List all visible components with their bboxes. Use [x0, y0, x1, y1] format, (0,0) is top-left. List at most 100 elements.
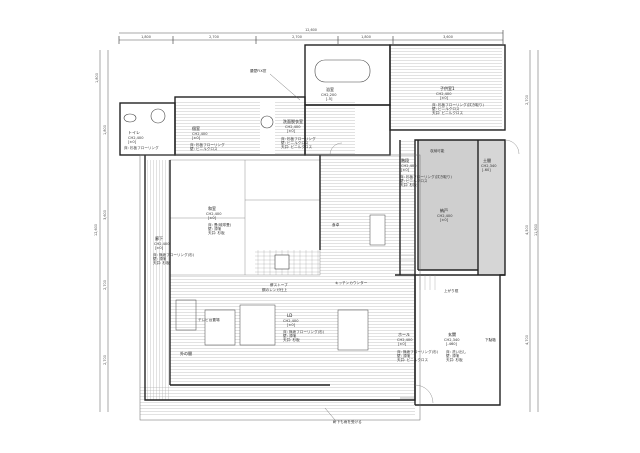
- floor-storage: [418, 140, 478, 270]
- svg-text:CH2,400: CH2,400: [437, 214, 453, 218]
- svg-text:CH2,400: CH2,400: [436, 92, 452, 96]
- tv-stand: [175, 299, 197, 331]
- svg-text:玄関: 玄関: [448, 331, 456, 337]
- bathtub: [314, 59, 371, 83]
- dining-label: 食卓: [332, 222, 340, 227]
- svg-text:天井: ビニルクロス: 天井: ビニルクロス: [397, 357, 429, 362]
- svg-text:CH2,400: CH2,400: [206, 212, 222, 216]
- svg-text:洗面脱衣室: 洗面脱衣室: [283, 118, 303, 124]
- tv-label: テレビ台置場: [198, 317, 220, 322]
- svg-text:[±0]: [±0]: [401, 168, 410, 172]
- svg-text:壁: 漆喰: 壁: 漆喰: [446, 353, 460, 358]
- svg-text:階段: 階段: [401, 157, 409, 163]
- svg-text:床: 杉板フローリング(拭き取り): 床: 杉板フローリング(拭き取り): [400, 174, 452, 179]
- dimension-left: 1,800 1,800 3,600 2,700 2,700 12,600: [94, 50, 109, 412]
- room-label-hall: ホール CH2,400 [±0] 床: 無垢フローリング(杉) 壁: 漆喰 天井…: [397, 332, 439, 362]
- dining-table: [337, 309, 369, 351]
- stove-label: 薪ストーブ: [270, 282, 288, 287]
- room-label-bathroom: 浴室 CH2,200 [-5]: [321, 86, 337, 101]
- svg-text:[-460]: [-460]: [446, 342, 458, 346]
- svg-text:[±0]: [±0]: [287, 129, 296, 133]
- toilet: [123, 113, 137, 123]
- svg-text:CH2,400: CH2,400: [397, 338, 413, 342]
- svg-text:CH2,400: CH2,400: [192, 132, 208, 136]
- dimension-total-right: 11,900: [534, 224, 538, 236]
- dimension-segment: 3,600: [443, 35, 453, 39]
- shoe-box-label: 下駄箱: [485, 337, 496, 342]
- dimension-segment: 2,700: [525, 95, 529, 105]
- dimension-segment: 2,700: [292, 35, 302, 39]
- svg-text:子供室1: 子供室1: [440, 85, 455, 91]
- stair-treads: [400, 254, 436, 290]
- floor-kids-room: [390, 48, 502, 130]
- svg-text:CH2,400: CH2,400: [128, 136, 144, 140]
- room-label-stairs: 階段 CH2,400 [±0] 床: 杉板フローリング(拭き取り) 壁: ビニル…: [400, 157, 452, 187]
- svg-text:CH2,400: CH2,400: [154, 242, 170, 246]
- svg-text:天井: 杉板: 天井: 杉板: [153, 260, 170, 265]
- dimension-segment: 1,800: [361, 35, 371, 39]
- room-label-ld: LD CH2,400 [±0] 床: 無垢フローリング(杉) 壁: 漆喰 天井:…: [283, 313, 325, 342]
- svg-text:収納可能: 収納可能: [430, 148, 445, 153]
- dimension-segment: 3,600: [103, 210, 107, 220]
- svg-text:ホール: ホール: [398, 332, 410, 337]
- floor-washroom: [275, 100, 355, 155]
- door-swing: [414, 384, 434, 404]
- room-label-toilet: トイレ CH2,400 [±0] 床: 杉板フローリング: [124, 130, 159, 150]
- dimension-right: 2,700 4,500 4,700 11,900: [525, 50, 539, 412]
- kitchen-stove: [369, 214, 386, 246]
- floor-earth-floor: [478, 140, 505, 275]
- svg-text:壁: ビニルクロス: 壁: ビニルクロス: [432, 106, 460, 111]
- svg-text:廊下: 廊下: [155, 235, 163, 241]
- svg-text:トイレ: トイレ: [128, 130, 140, 135]
- svg-text:床: 無垢フローリング(杉): 床: 無垢フローリング(杉): [283, 329, 325, 334]
- wood-stove: [274, 254, 290, 270]
- svg-text:壁: ビニルクロス: 壁: ビニルクロス: [190, 146, 218, 151]
- dimension-segment: 1,800: [95, 73, 99, 83]
- svg-text:[-5]: [-5]: [326, 97, 333, 101]
- svg-text:床: 無垢フローリング(杉): 床: 無垢フローリング(杉): [153, 252, 195, 257]
- svg-text:CH2,400: CH2,400: [401, 164, 417, 168]
- door-swing: [504, 139, 520, 155]
- svg-text:[±0]: [±0]: [287, 323, 296, 327]
- deck-note: 軒下も雨を受ける: [333, 419, 362, 424]
- svg-text:床: 畳(琉球畳): 床: 畳(琉球畳): [208, 222, 232, 227]
- dimension-segment: 1,800: [141, 35, 151, 39]
- svg-text:床: 無垢フローリング(杉): 床: 無垢フローリング(杉): [397, 349, 439, 354]
- svg-text:天井: ビニルクロス: 天井: ビニルクロス: [281, 144, 313, 149]
- floor-kitchen: [320, 155, 400, 275]
- room-label-corridor: 廊下 CH2,400 [±0] 床: 無垢フローリング(杉) 壁: 漆喰 天井:…: [153, 235, 195, 265]
- svg-text:[±0]: [±0]: [440, 218, 449, 222]
- svg-text:天井: ビニルクロス: 天井: ビニルクロス: [432, 110, 464, 115]
- svg-text:LD: LD: [287, 313, 292, 318]
- wash-basin: [260, 115, 274, 129]
- svg-text:壁: 漆喰: 壁: 漆喰: [153, 256, 167, 261]
- svg-text:床: 杉板フローリング: 床: 杉板フローリング: [124, 145, 159, 150]
- dimension-segment: 4,700: [525, 335, 529, 345]
- svg-text:天井: 杉板: 天井: 杉板: [446, 357, 463, 362]
- room-label-kids-room: 子供室1 CH2,400 [±0] 床: 杉板フローリング(拭き取り) 壁: ビ…: [432, 85, 484, 115]
- svg-text:CH2,340: CH2,340: [444, 338, 460, 342]
- svg-text:[±0]: [±0]: [192, 136, 201, 140]
- room-label-tatami: 和室 CH2,400 [±0] 床: 畳(琉球畳) 壁: 漆喰 天井: 杉板: [206, 205, 232, 235]
- dimension-segment: 2,700: [103, 280, 107, 290]
- dimension-total-top: 12,600: [305, 28, 317, 32]
- svg-text:[±0]: [±0]: [155, 246, 164, 250]
- dimension-segment: 2,700: [209, 35, 219, 39]
- svg-text:床: 杉板フローリング: 床: 杉板フローリング: [190, 142, 225, 147]
- svg-text:床: 杉板フローリング(拭き取り): 床: 杉板フローリング(拭き取り): [432, 102, 484, 107]
- dimension-segment: 4,500: [525, 225, 529, 235]
- svg-text:壁: 漆喰: 壁: 漆喰: [283, 333, 297, 338]
- dimension-segment: 1,800: [103, 125, 107, 135]
- entry-step-label: 上がり框: [444, 288, 459, 293]
- svg-text:[±0]: [±0]: [208, 216, 217, 220]
- floor-hall: [395, 275, 415, 385]
- room-label-washroom: 洗面脱衣室 CH2,400 [±0] 床: 杉板フローリング 壁: ビニルクロス…: [281, 118, 316, 149]
- svg-text:CH2,400: CH2,400: [283, 319, 299, 323]
- kitchen-counter-label: キッチンカウンター: [335, 280, 368, 285]
- outer-room-label: 外の間: [180, 350, 192, 356]
- sofa: [204, 309, 236, 346]
- svg-text:[±0]: [±0]: [128, 140, 137, 144]
- low-table: [239, 304, 276, 346]
- room-label-private: 個室 CH2,400 [±0] 床: 杉板フローリング 壁: ビニルクロス: [190, 125, 225, 151]
